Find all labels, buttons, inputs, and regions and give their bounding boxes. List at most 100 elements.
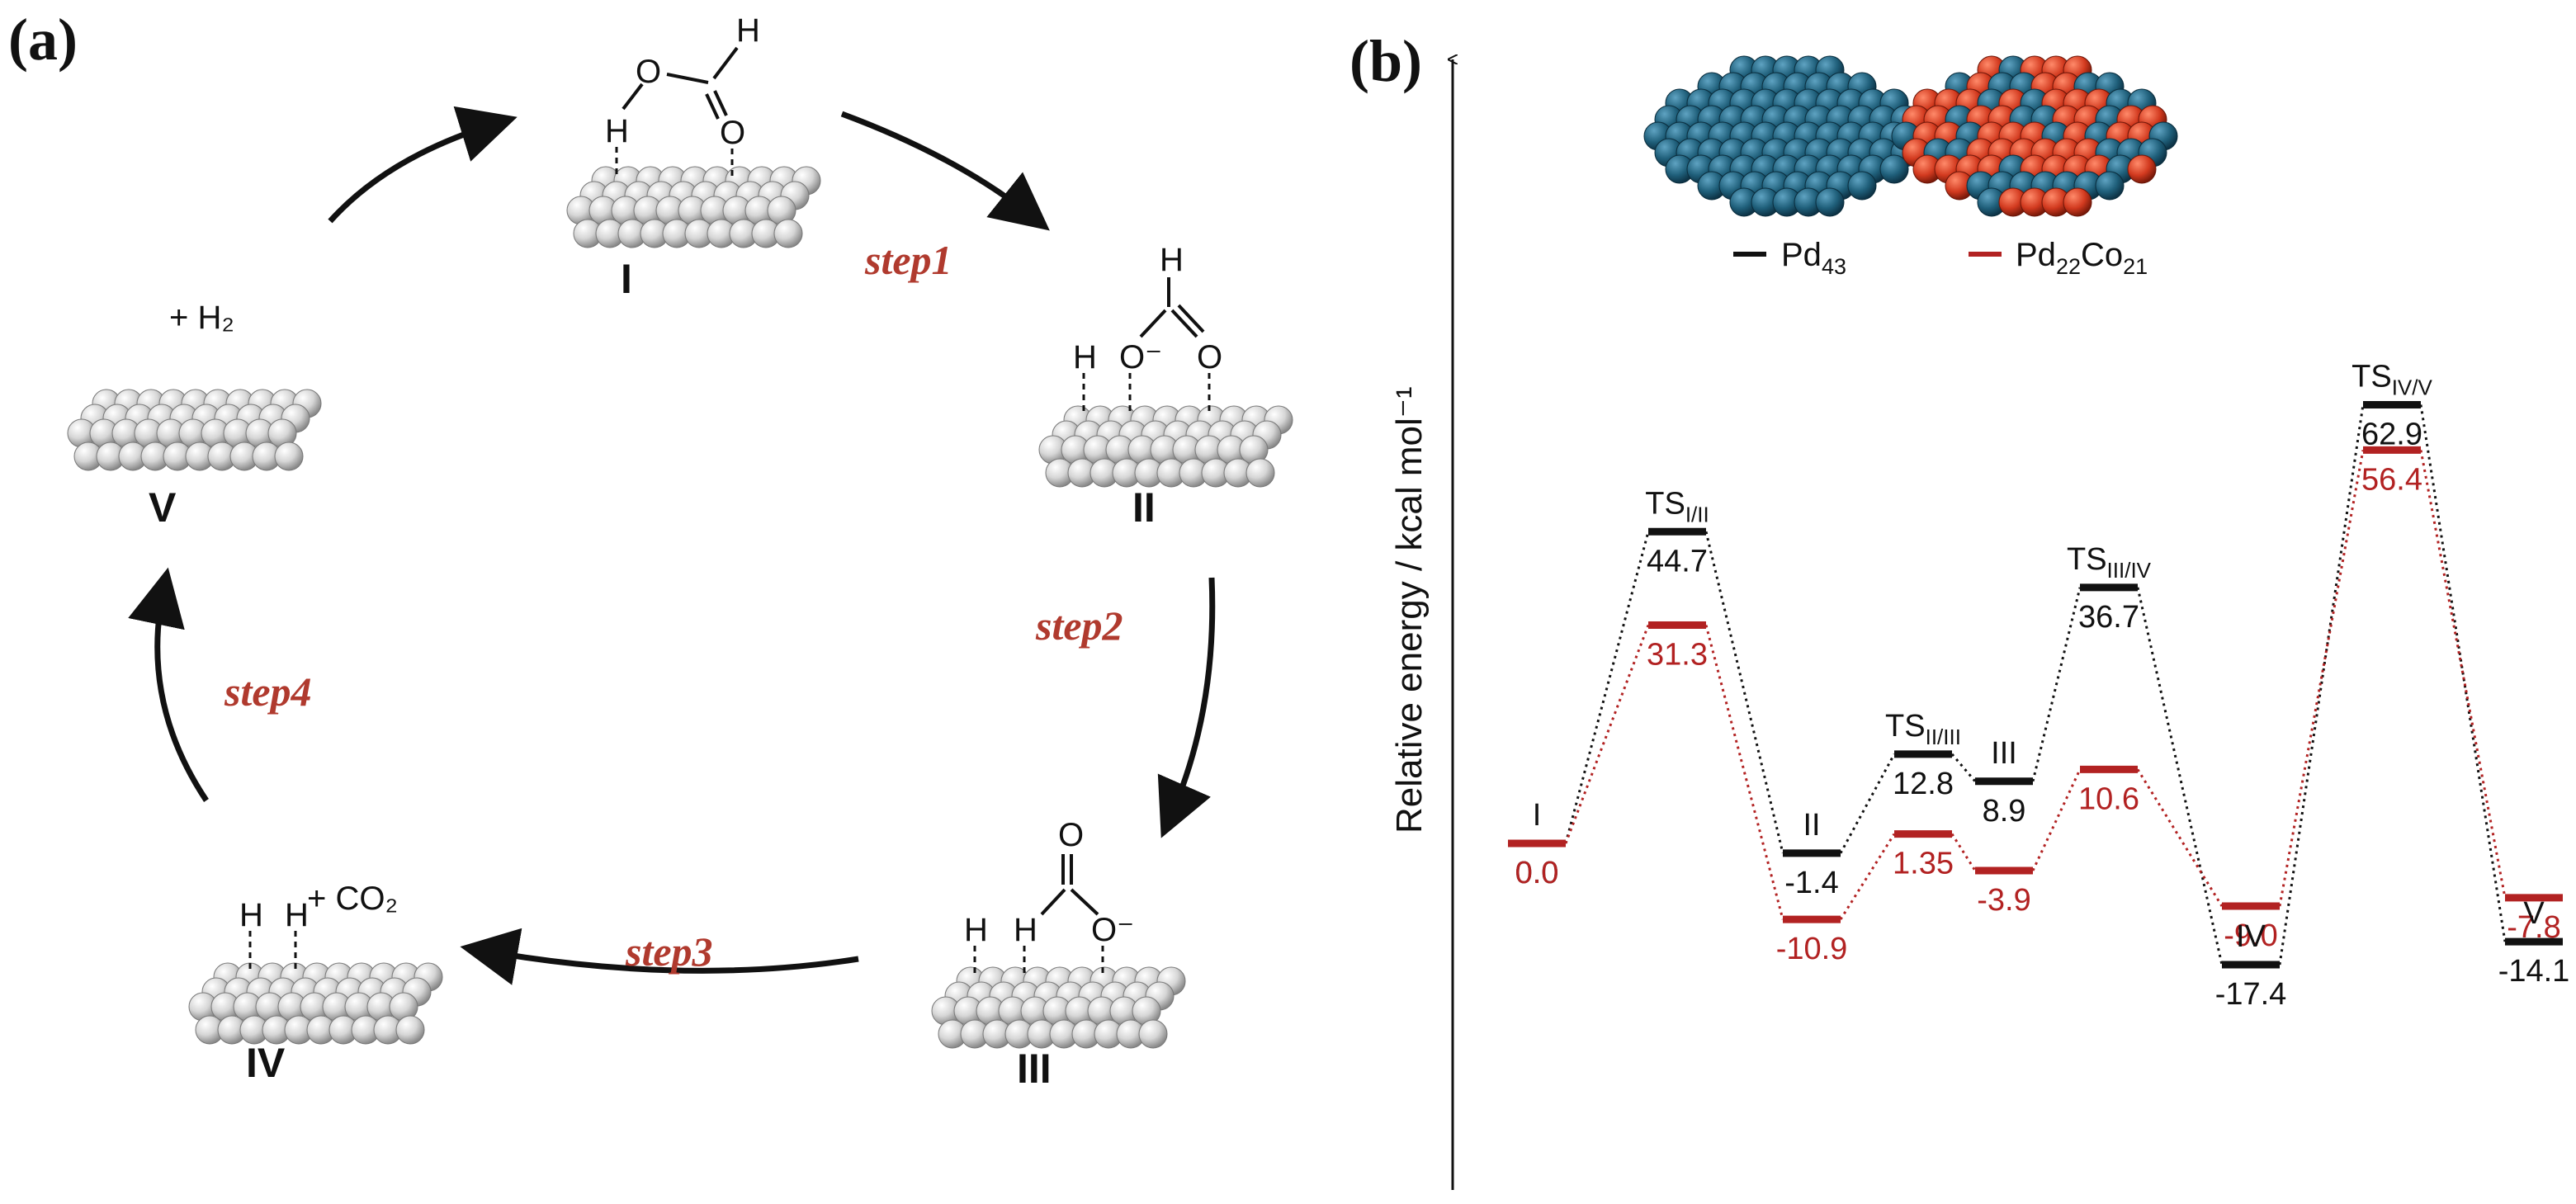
state-label: TSIV/V xyxy=(2351,359,2432,399)
atom-h-2-iv: H xyxy=(285,897,309,933)
energy-value-label: 1.35 xyxy=(1893,847,1954,881)
step2-label: step2 xyxy=(1035,602,1123,649)
y-axis-title: Relative energy / kcal mol⁻¹ xyxy=(1389,386,1430,833)
atom-o-carbonyl: O xyxy=(720,115,745,151)
atom-h-c-iii: H xyxy=(1014,912,1037,948)
panel-a-label: (a) xyxy=(8,7,78,73)
surface-slab-ii xyxy=(1038,405,1293,488)
energy-value-label: -10.9 xyxy=(1776,932,1848,966)
pd-atom xyxy=(2095,171,2125,201)
molecule-ii: H O⁻ O H II xyxy=(1073,242,1222,531)
step4-label: step4 xyxy=(224,668,312,715)
energy-profile-plot: 0.044.7-1.412.88.936.7-17.462.9-14.10.03… xyxy=(1508,359,2569,1012)
molecule-iii: O O⁻ H H III xyxy=(964,817,1134,1092)
energy-connector-pd22co21 xyxy=(2136,768,2224,907)
energy-value-label: 36.7 xyxy=(2078,600,2139,635)
energy-value-label: -14.1 xyxy=(2498,954,2570,989)
atom-o-minus-ii: O⁻ xyxy=(1119,339,1162,375)
step3-label: step3 xyxy=(625,928,713,975)
energy-connector-pd43 xyxy=(2419,404,2507,942)
atom-h-adsorbed-iii: H xyxy=(964,912,988,948)
energy-connector-pd22co21 xyxy=(2031,768,2082,871)
cycle-arrow-iii-to-iv xyxy=(460,928,859,985)
step1-label: step1 xyxy=(864,237,952,283)
energy-connector-pd22co21 xyxy=(2278,450,2365,907)
energy-connector-pd22co21 xyxy=(1950,833,1977,871)
surface-slab-v xyxy=(67,389,322,471)
atom-h-1-iv: H xyxy=(239,897,263,933)
state-ii-label: II xyxy=(1132,484,1156,531)
molecule-iv: H H + CO₂ IV xyxy=(239,881,398,1086)
energy-value-label: -3.9 xyxy=(1977,883,2030,918)
legend-label-pd22co21: Pd22Co21 xyxy=(2016,237,2148,279)
surface-slab-iv xyxy=(188,962,443,1045)
energy-connector-pd22co21 xyxy=(1564,624,1650,844)
energy-value-label: 8.9 xyxy=(1983,794,2026,829)
state-label: TSIII/IV xyxy=(2067,542,2152,583)
panel-a: (a) step1 step2 step3 step4 H O O H xyxy=(8,7,1293,1092)
panel-b-label: (b) xyxy=(1349,28,1422,94)
pd22co21-cluster-image xyxy=(1891,55,2178,217)
state-label: III xyxy=(1991,736,2017,771)
energy-connector-pd22co21 xyxy=(1704,625,1784,920)
energy-connector-pd43 xyxy=(2278,404,2365,966)
surface-slab-i xyxy=(566,166,821,248)
pd43-cluster-image xyxy=(1643,55,1931,217)
energy-value-label: 56.4 xyxy=(2361,462,2422,497)
energy-value-label: 62.9 xyxy=(2361,417,2422,451)
state-iv-label: IV xyxy=(246,1040,286,1086)
molecule-v: + H₂ V xyxy=(149,300,234,531)
molecule-i: H O O H I xyxy=(605,12,760,302)
energy-connector-pd43 xyxy=(2136,587,2224,966)
energy-value-label: 44.7 xyxy=(1647,544,1708,578)
surface-atom xyxy=(395,1015,425,1045)
energy-connector-pd43 xyxy=(2031,587,2082,782)
energy-value-label: 0.0 xyxy=(1515,856,1559,890)
legend: Pd43 Pd22Co21 xyxy=(1733,237,2148,279)
atom-h-adsorbed-ii: H xyxy=(1073,339,1097,375)
surface-atom xyxy=(1138,1019,1168,1049)
state-label: IV xyxy=(2236,919,2266,954)
state-label: TSII/III xyxy=(1885,709,1961,749)
energy-connector-pd43 xyxy=(1564,531,1650,844)
energy-connector-pd22co21 xyxy=(1839,833,1896,920)
energy-connector-pd43 xyxy=(1704,531,1784,854)
energy-value-label: -1.4 xyxy=(1784,866,1838,900)
panel-b: (b) Relative energy / kcal mol⁻¹ Pd43 Pd… xyxy=(1349,28,2569,1190)
state-iii-label: III xyxy=(1017,1046,1052,1092)
state-label: V xyxy=(2523,896,2545,931)
energy-connector-pd43 xyxy=(1839,753,1896,854)
atom-o-minus-iii: O⁻ xyxy=(1091,912,1134,948)
energy-value-label: 31.3 xyxy=(1647,638,1708,673)
co2-release-label: + CO₂ xyxy=(307,881,398,917)
atom-h-formate: H xyxy=(1160,242,1184,278)
cycle-arrow-iv-to-v xyxy=(128,567,209,802)
energy-value-label: 12.8 xyxy=(1893,767,1954,801)
legend-label-pd43: Pd43 xyxy=(1781,237,1846,279)
cycle-arrow-v-to-i xyxy=(328,106,518,224)
state-label: I xyxy=(1533,798,1542,833)
atom-o-hydroxyl: O xyxy=(636,54,661,90)
pd-atom xyxy=(1815,187,1845,217)
surface-atom xyxy=(1245,458,1275,488)
pd-atom xyxy=(1879,154,1909,184)
cycle-arrow-ii-to-iii xyxy=(1157,577,1216,838)
energy-value-label: 0.0 xyxy=(1515,856,1559,890)
state-v-label: V xyxy=(149,484,177,531)
atom-h-top: H xyxy=(736,12,760,49)
co-atom xyxy=(2127,154,2157,184)
energy-value-label: -17.4 xyxy=(2215,977,2287,1012)
pd-atom xyxy=(1847,171,1877,201)
energy-connector-pd43 xyxy=(1950,753,1977,782)
energy-value-label: -9.0 xyxy=(2224,918,2277,953)
energy-value-label: 10.6 xyxy=(2078,781,2139,816)
state-label: TSI/II xyxy=(1645,486,1709,526)
co-atom xyxy=(2063,187,2092,217)
h2-release-label: + H₂ xyxy=(169,300,234,336)
state-label: II xyxy=(1803,808,1820,843)
surface-atom xyxy=(773,219,803,248)
atom-o-top-iii: O xyxy=(1058,817,1084,853)
energy-value-label: -7.8 xyxy=(2507,910,2560,945)
atom-o-ii: O xyxy=(1197,339,1222,375)
